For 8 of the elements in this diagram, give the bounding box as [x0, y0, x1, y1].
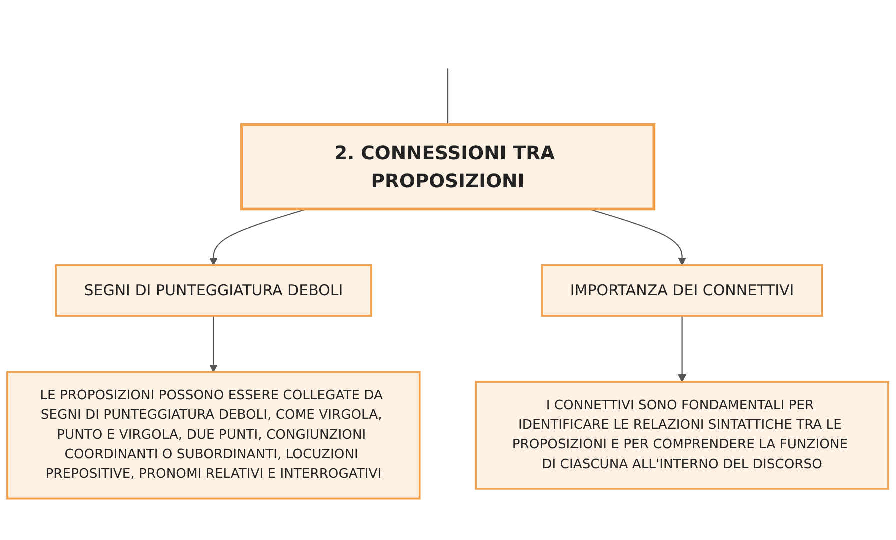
connector	[447, 68, 449, 126]
node-box: I CONNETTIVI SONO FONDAMENTALI PER IDENTIFICARE LE RELAZIONI SINTATTICHE TRA LE PROPOSIZIONI E PER COMPRENDERE LA FUNZIONE DI CIASCUNA ALL'INTERNO DEL DISCORSO	[475, 382, 890, 490]
node-box: SEGNI DI PUNTEGGIATURA DEBOLI	[55, 264, 372, 318]
node-box: 2. CONNESSIONI TRA PROPOSIZIONI	[240, 124, 656, 211]
arrow	[678, 316, 686, 383]
node-box: LE PROPOSIZIONI POSSONO ESSERE COLLEGATE DA SEGNI DI PUNTEGGIATURA DEBOLI, COME VIRGOLA, PUNTO E VIRGOLA, DUE PUNTI, CONGIUNZIONI COORDINANTI O SUBORDINANTI, LOCUZIONI PREPOSITIVE, PRONOMI RELATIVI E INTERROGATIVI	[6, 372, 421, 500]
node-box: IMPORTANZA DEI CONNETTIVI	[541, 264, 824, 318]
arrow	[210, 316, 218, 373]
